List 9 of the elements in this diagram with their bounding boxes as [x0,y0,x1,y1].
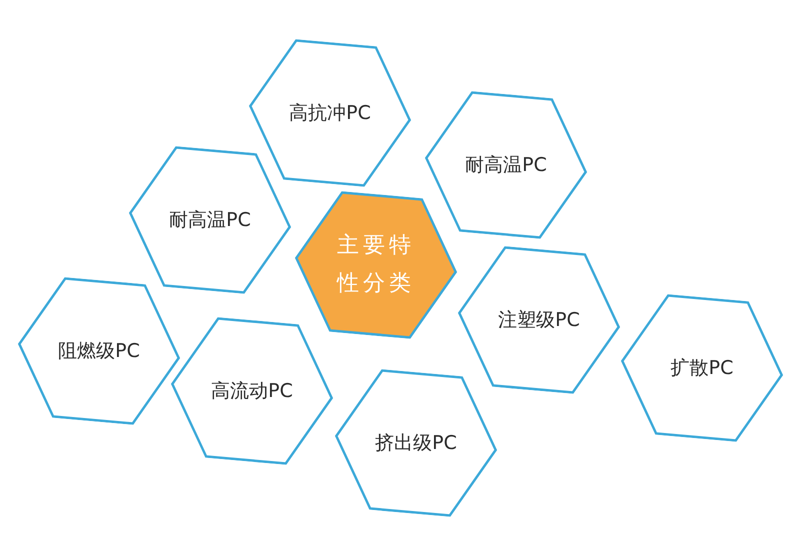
hexagon-label: 耐高温PC [465,154,547,176]
hexagon-label: 耐高温PC [169,208,251,232]
hexagon-label: 阻燃级PC [58,340,140,362]
hexagon-label: 高流动PC [211,380,293,402]
hexagon-label: 主要特性分类 [336,232,416,298]
hexagon-label: 高抗冲PC [289,102,371,124]
hexagon-label: 注塑级PC [498,308,580,332]
hexagon-label: 扩散PC [670,356,734,380]
hexagon-label: 挤出级PC [375,432,457,454]
